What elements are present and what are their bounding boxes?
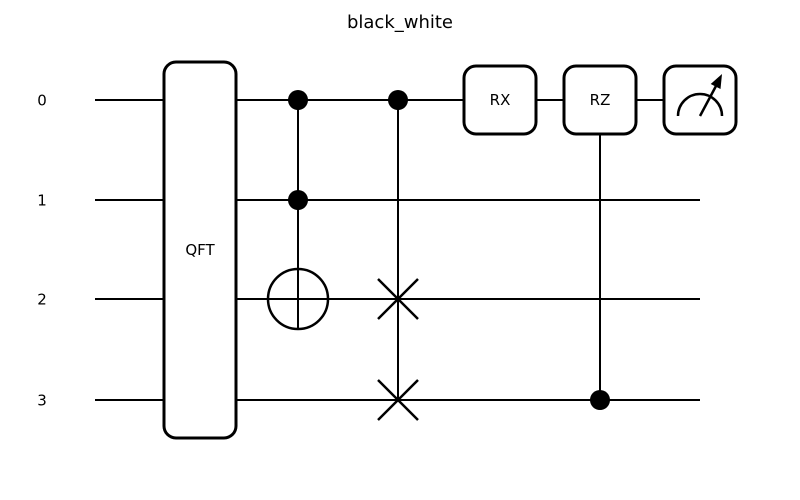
measure-box xyxy=(662,64,738,136)
control-dot xyxy=(388,90,408,110)
measure-arrowhead-icon xyxy=(710,74,722,89)
qft-gate-label: QFT xyxy=(185,241,215,259)
ccx-gate xyxy=(266,90,330,331)
circuit-title: black_white xyxy=(347,12,453,33)
qubit-label-2: 2 xyxy=(37,291,47,309)
control-dot xyxy=(590,390,610,410)
control-dot xyxy=(288,90,308,110)
control-dot xyxy=(288,190,308,210)
measure-needle-icon xyxy=(698,85,718,117)
rx-gate-box xyxy=(462,64,538,136)
measure-arc-icon xyxy=(676,92,724,117)
cswap-gate xyxy=(377,90,419,421)
swap-cross xyxy=(377,278,419,320)
qubit-label-3: 3 xyxy=(37,392,47,410)
rx-gate-label: RX xyxy=(490,91,511,109)
cnot-target-circle xyxy=(266,267,330,331)
crz-gate-label: RZ xyxy=(590,91,611,109)
qft-gate: QFT xyxy=(162,60,238,440)
swap-cross xyxy=(377,379,419,421)
measure-gate xyxy=(662,64,738,136)
crz-gate-box xyxy=(562,64,638,136)
crz-gate: RZ xyxy=(562,64,638,410)
qubit-label-1: 1 xyxy=(37,192,47,210)
gates-layer: QFT RX RZ xyxy=(162,60,738,440)
qft-gate-box xyxy=(162,60,238,440)
rx-gate: RX xyxy=(462,64,538,136)
qubit-label-0: 0 xyxy=(37,92,47,110)
